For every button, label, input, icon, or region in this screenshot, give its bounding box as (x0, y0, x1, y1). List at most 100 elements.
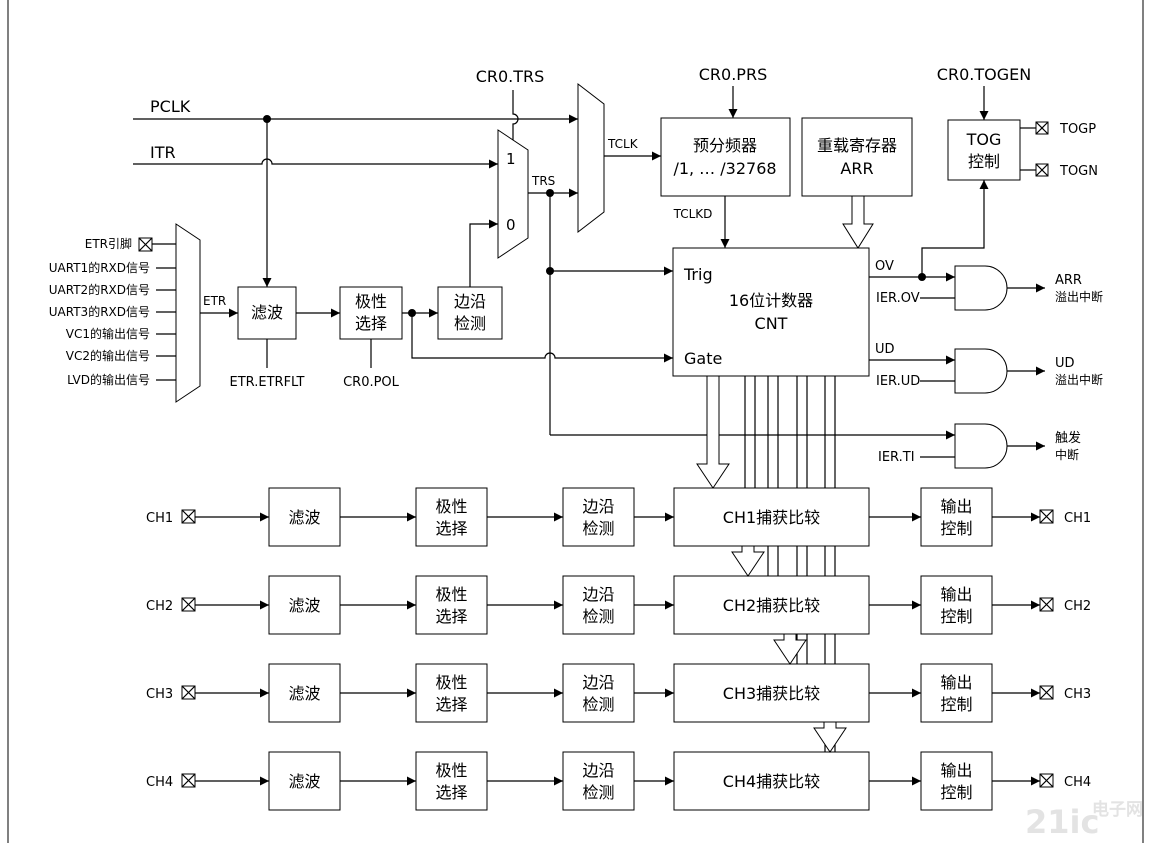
ch-output-l1: 输出 (940, 761, 972, 780)
trs-mux-in1: 1 (506, 150, 516, 168)
ch-polarity-l1: 极性 (435, 761, 467, 780)
ch-polarity-l2: 选择 (435, 519, 467, 538)
ch-polarity-l1: 极性 (435, 673, 467, 692)
etr-label: ETR (203, 294, 226, 308)
ch-output-pin-icon (1039, 509, 1054, 524)
ch-input-label: CH3 (146, 687, 173, 702)
ch-output-l2: 控制 (940, 783, 972, 802)
ch-filter-block (268, 487, 341, 547)
togn-pin-icon (1035, 163, 1049, 177)
ch-edge-l2: 检测 (582, 519, 614, 538)
edge-to-trs-mux-wire (469, 219, 498, 287)
ch-output-label: CH1 (1064, 511, 1091, 526)
ch-output-label: CH4 (1064, 775, 1091, 790)
etr-polarity-l2: 选择 (355, 314, 387, 333)
ch-output-label: CH2 (1064, 599, 1091, 614)
clock-mux (577, 82, 605, 234)
ud-label: UD (875, 342, 895, 357)
etr-input-label: LVD的输出信号 (67, 372, 150, 387)
etr-polarity-block (339, 286, 403, 340)
ch-output-pin-icon (1039, 685, 1054, 700)
etr-pin-icon (138, 237, 153, 252)
ch2-to-ch3-arrow (773, 633, 807, 665)
etr-edge-block (437, 286, 503, 340)
ch-input-label: CH1 (146, 511, 173, 526)
ch-filter-label: 滤波 (288, 508, 320, 527)
ch-polarity-l1: 极性 (435, 585, 467, 604)
arr-to-counter-arrow (842, 195, 874, 249)
ch-input-pin-icon (181, 509, 196, 524)
ov-to-tog-wire (921, 180, 989, 277)
etr-mux (175, 223, 201, 403)
trigger-irq-l2: 中断 (1055, 447, 1079, 462)
ch-capture-compare-block (673, 575, 870, 635)
etr-input-label: ETR引脚 (85, 236, 132, 251)
ud-overflow-and-gate (954, 348, 1008, 394)
ch-capture-compare-label: CH2捕获比较 (723, 596, 820, 615)
ch-filter-label: 滤波 (288, 684, 320, 703)
ch-polarity-block (415, 487, 488, 547)
etr-edge-l2: 检测 (454, 314, 486, 333)
cr0-trs-wire (512, 90, 519, 140)
ch-edge-l1: 边沿 (582, 497, 614, 516)
cr0-prs-label: CR0.PRS (699, 65, 767, 84)
ch-filter-block (268, 663, 341, 723)
ch-edge-l1: 边沿 (582, 673, 614, 692)
ch-edge-l2: 检测 (582, 695, 614, 714)
arr-title: 重载寄存器 (817, 136, 897, 155)
ch-input-pin-icon (181, 597, 196, 612)
ch-polarity-l2: 选择 (435, 695, 467, 714)
prescaler-range: /1, … /32768 (673, 159, 776, 178)
ch-filter-label: 滤波 (288, 772, 320, 791)
ov-label: OV (875, 259, 894, 274)
ch-filter-block (268, 575, 341, 635)
trs-mux-in0: 0 (506, 216, 516, 234)
etr-input-label: VC1的输出信号 (66, 326, 150, 341)
counter-title: 16位计数器 (729, 291, 813, 310)
ch-input-label: CH4 (146, 775, 173, 790)
etr-input-label: UART3的RXD信号 (49, 304, 150, 319)
tog-block (947, 119, 1021, 181)
arr-block (801, 117, 913, 197)
watermark-cn: 电子网 (1092, 799, 1143, 820)
itr-label: ITR (150, 143, 176, 162)
ch-capture-compare-label: CH3捕获比较 (723, 684, 820, 703)
counter-block (672, 247, 870, 377)
ud-overflow-irq-l1: UD (1055, 356, 1075, 371)
ch-edge-l1: 边沿 (582, 585, 614, 604)
cr0-pol-label: CR0.POL (343, 375, 400, 390)
togp-label: TOGP (1059, 122, 1096, 137)
ch-edge-block (562, 487, 635, 547)
ch-edge-block (562, 751, 635, 811)
ch-output-ctrl-block (920, 751, 993, 811)
ch-edge-l2: 检测 (582, 783, 614, 802)
ch-edge-block (562, 575, 635, 635)
ch-output-l1: 输出 (940, 673, 972, 692)
counter-gate-label: Gate (684, 349, 722, 368)
prescaler-block (660, 117, 791, 197)
ch-output-ctrl-block (920, 663, 993, 723)
cr0-togen-label: CR0.TOGEN (937, 65, 1031, 84)
ch-output-l2: 控制 (940, 695, 972, 714)
ch-output-pin-icon (1039, 597, 1054, 612)
counter-to-ch1-bus-arrow (696, 375, 730, 489)
ch-input-label: CH2 (146, 599, 173, 614)
etr-input-label: UART1的RXD信号 (49, 260, 150, 275)
etr-input-list: ETR引脚UART1的RXD信号UART2的RXD信号UART3的RXD信号VC… (49, 236, 176, 387)
ch-capture-compare-block (673, 487, 870, 547)
itr-wire (133, 158, 498, 169)
ch-capture-compare-label: CH4捕获比较 (723, 772, 820, 791)
ch-capture-compare-block (673, 663, 870, 723)
etr-filter-block (237, 286, 297, 340)
pol-to-gate-wire (411, 313, 673, 363)
ch-edge-l1: 边沿 (582, 761, 614, 780)
etrflt-label: ETR.ETRFLT (230, 375, 305, 390)
tclkd-label: TCLKD (673, 207, 713, 221)
ch-output-l1: 输出 (940, 585, 972, 604)
ier-ov-label: IER.OV (876, 291, 920, 306)
prescaler-title: 预分频器 (693, 136, 757, 155)
ch-input-pin-icon (181, 773, 196, 788)
arr-overflow-irq-l2: 溢出中断 (1055, 289, 1103, 304)
